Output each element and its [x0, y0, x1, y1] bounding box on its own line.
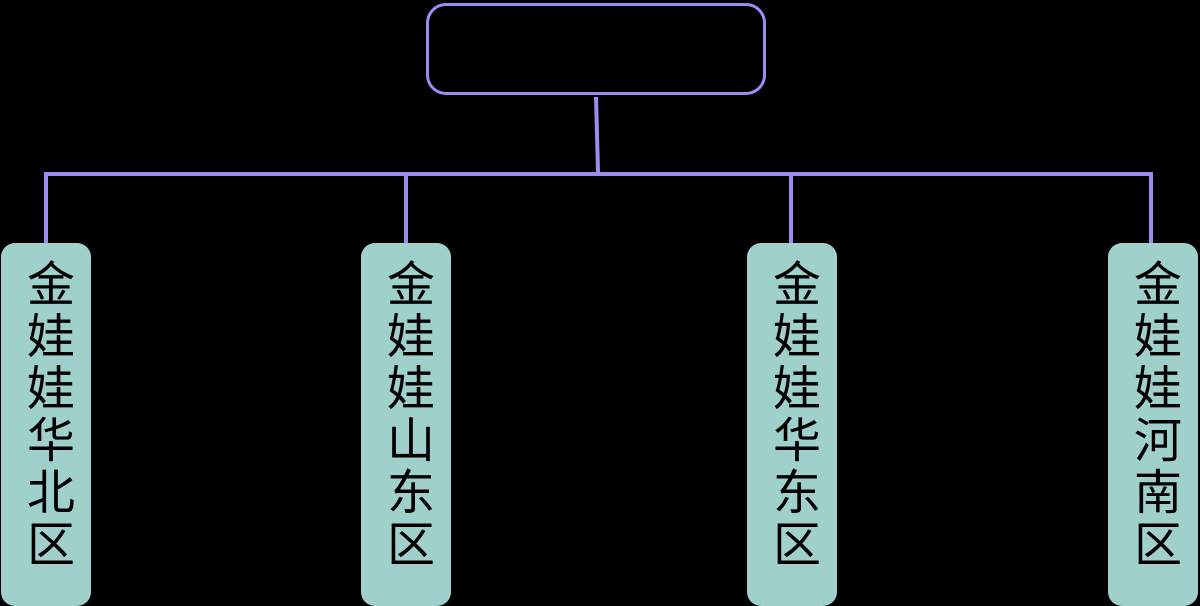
child-node-huabei: 金娃娃华北区 — [1, 243, 91, 606]
child-node-label: 金娃娃山东区 — [378, 259, 434, 571]
child-node-label: 金娃娃河南区 — [1125, 259, 1181, 571]
child-node-label: 金娃娃华东区 — [764, 259, 820, 571]
root-stem-line — [594, 96, 600, 173]
child-node-shandong: 金娃娃山东区 — [361, 243, 451, 606]
root-node — [426, 3, 766, 95]
child-node-henan: 金娃娃河南区 — [1108, 243, 1198, 606]
child-node-label: 金娃娃华北区 — [18, 259, 74, 571]
child-node-huadong: 金娃娃华东区 — [747, 243, 837, 606]
